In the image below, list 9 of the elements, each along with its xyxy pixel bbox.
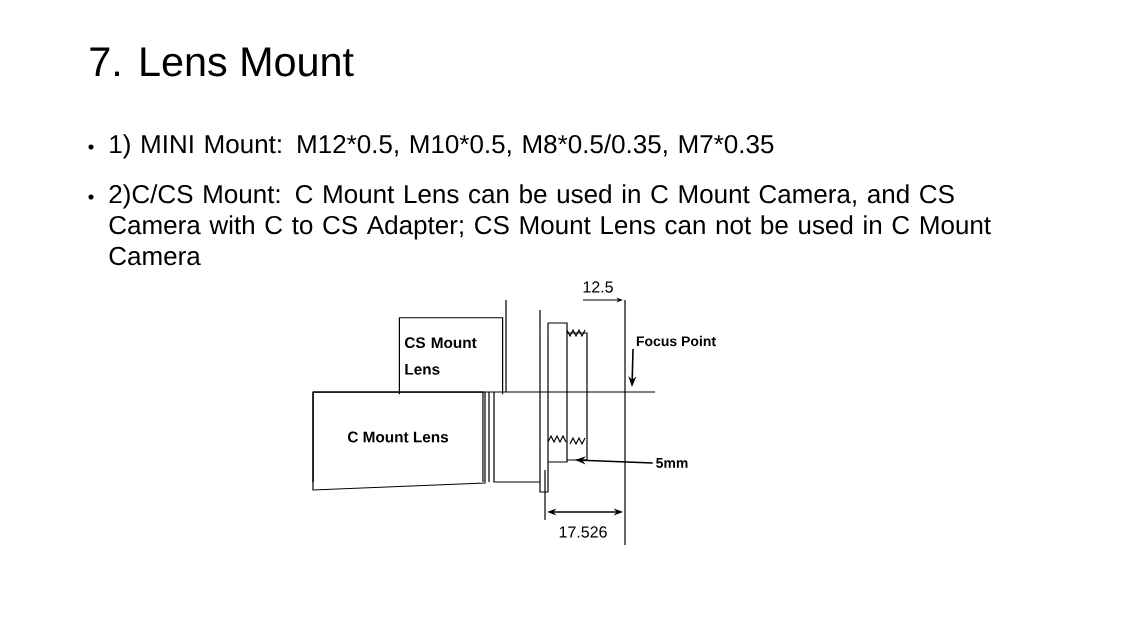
bullet-text: 2)C/CS Mount: C Mount Lens can be used in C Mount Camera, and CS Camera with C to CS Adapter; CS Mount Lens can not be used in C Mount Camera — [109, 184, 991, 266]
slide-title: 7. Lens Mount — [90, 47, 354, 77]
lens-body: C Mount Lens — [312, 391, 484, 483]
lens-body: CS Mount Lens — [398, 317, 504, 395]
callout-text: 5mm — [656, 458, 688, 468]
bullet-text: 1) MINI Mount: M12*0.5, M10*0.5, M8*0.5/0.35, M7*0.35 — [110, 134, 774, 159]
callout-text: Focus Point — [636, 335, 716, 347]
dimension-label: 12.5 — [583, 281, 613, 293]
dimension-label: 17.526 — [559, 526, 607, 538]
